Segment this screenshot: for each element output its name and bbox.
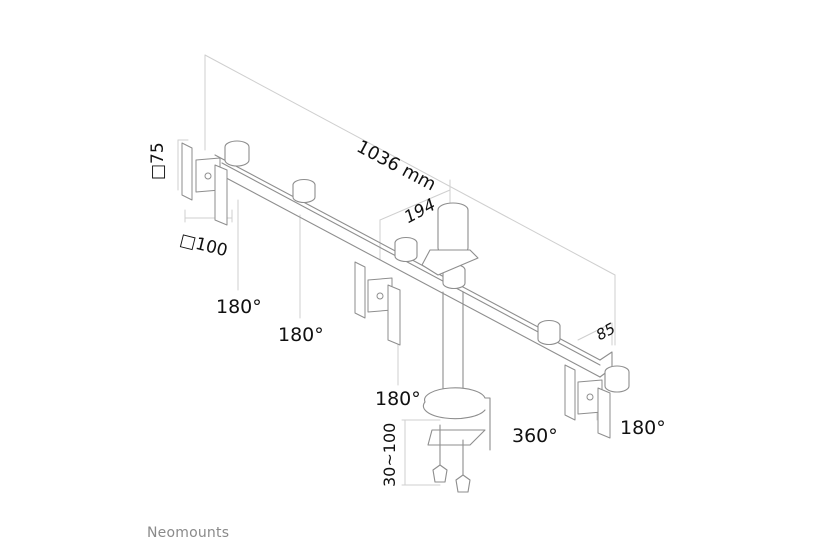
clamp-range-label: 30~100 [380, 422, 399, 487]
left-arm-rotation-label: 180° [278, 324, 324, 346]
arm-knobs [224, 140, 630, 393]
vesa-heads [181, 142, 611, 439]
column-rotation-label: 360° [512, 425, 558, 447]
vesa-vertical-label: □75 [148, 142, 168, 180]
left-head-rotation-label: 180° [216, 296, 262, 318]
right-head-rotation-label: 180° [620, 417, 666, 439]
pole [421, 202, 491, 493]
brand-logo: Neomounts [147, 525, 230, 541]
center-head-rotation-label: 180° [375, 388, 421, 410]
dimension-lines [177, 54, 616, 486]
